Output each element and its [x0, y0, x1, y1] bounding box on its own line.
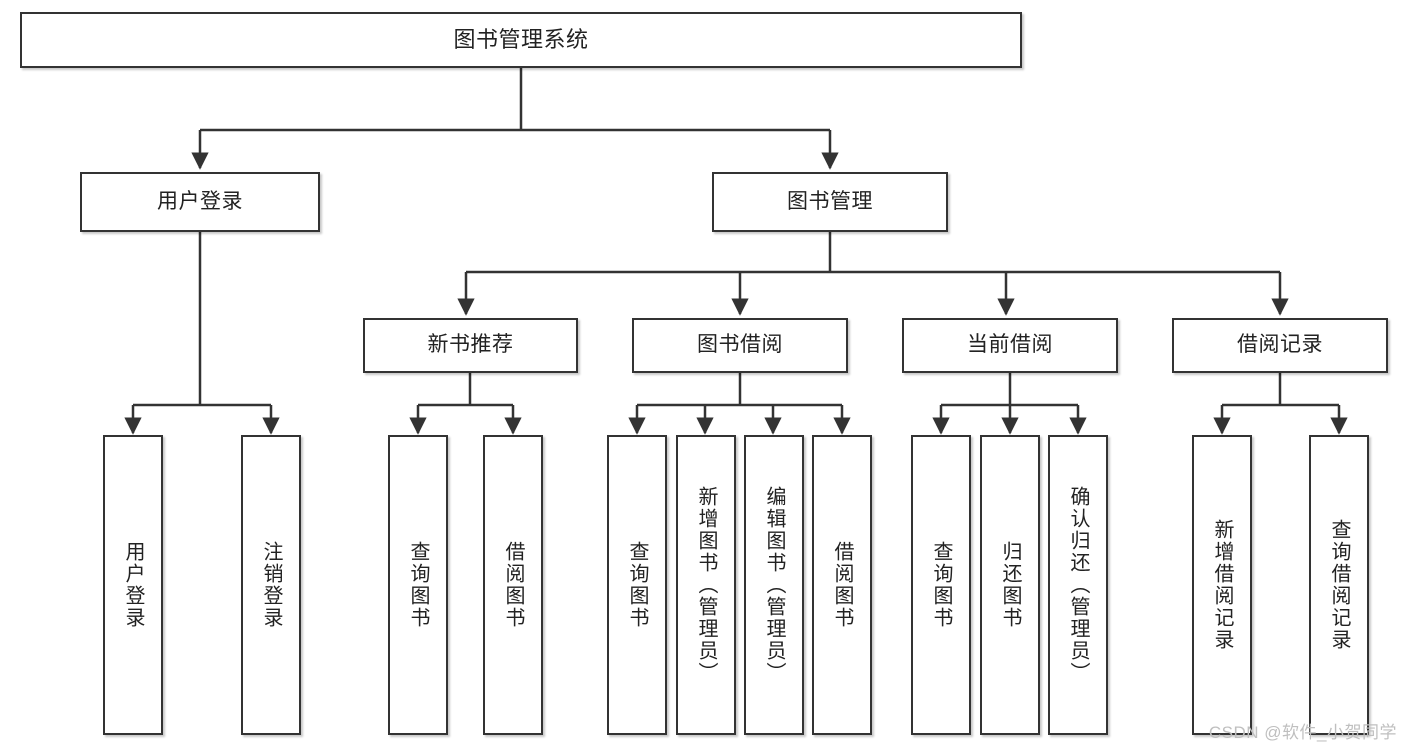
node-leaf-confirm-return[interactable]: 确认归还（管理员） [1048, 435, 1108, 735]
node-leaf-add-record[interactable]: 新增借阅记录 [1192, 435, 1252, 735]
node-book-borrow[interactable]: 图书借阅 [632, 318, 848, 373]
node-leaf-borrow-book-2-label: 借阅图书 [831, 541, 853, 629]
node-root-label: 图书管理系统 [453, 27, 589, 53]
node-leaf-query-book-2[interactable]: 查询图书 [607, 435, 667, 735]
node-leaf-user-login-label: 用户登录 [122, 541, 144, 629]
node-leaf-add-book[interactable]: 新增图书（管理员） [676, 435, 736, 735]
node-leaf-borrow-book-2[interactable]: 借阅图书 [812, 435, 872, 735]
node-borrow-record[interactable]: 借阅记录 [1172, 318, 1388, 373]
node-user-login-label: 用户登录 [157, 189, 243, 213]
node-leaf-query-book-3-label: 查询图书 [930, 541, 952, 629]
node-borrow-record-label: 借阅记录 [1237, 333, 1323, 357]
node-leaf-borrow-book-1-label: 借阅图书 [502, 541, 524, 629]
node-leaf-query-record-label: 查询借阅记录 [1328, 519, 1350, 651]
node-leaf-query-book-1-label: 查询图书 [407, 541, 429, 629]
node-leaf-user-login[interactable]: 用户登录 [103, 435, 163, 735]
node-leaf-user-logout[interactable]: 注销登录 [241, 435, 301, 735]
node-leaf-query-book-2-label: 查询图书 [626, 541, 648, 629]
node-leaf-confirm-return-label: 确认归还（管理员） [1067, 486, 1089, 684]
node-leaf-add-book-label: 新增图书（管理员） [695, 486, 717, 684]
node-leaf-return-book-label: 归还图书 [999, 541, 1021, 629]
node-leaf-query-book-3[interactable]: 查询图书 [911, 435, 971, 735]
node-leaf-add-record-label: 新增借阅记录 [1211, 519, 1233, 651]
node-new-book-recommend-label: 新书推荐 [427, 333, 514, 357]
node-new-book-recommend[interactable]: 新书推荐 [363, 318, 578, 373]
node-leaf-user-logout-label: 注销登录 [260, 541, 282, 629]
node-leaf-query-record[interactable]: 查询借阅记录 [1309, 435, 1369, 735]
node-leaf-edit-book-label: 编辑图书（管理员） [763, 486, 785, 684]
node-leaf-borrow-book-1[interactable]: 借阅图书 [483, 435, 543, 735]
node-book-manage-label: 图书管理 [787, 189, 873, 213]
node-book-manage[interactable]: 图书管理 [712, 172, 948, 232]
node-current-borrow-label: 当前借阅 [967, 333, 1053, 357]
node-user-login[interactable]: 用户登录 [80, 172, 320, 232]
node-book-borrow-label: 图书借阅 [697, 333, 783, 357]
node-current-borrow[interactable]: 当前借阅 [902, 318, 1118, 373]
node-leaf-return-book[interactable]: 归还图书 [980, 435, 1040, 735]
node-leaf-edit-book[interactable]: 编辑图书（管理员） [744, 435, 804, 735]
node-root[interactable]: 图书管理系统 [20, 12, 1022, 68]
watermark-text: CSDN @软件_小贺同学 [1208, 723, 1397, 742]
node-leaf-query-book-1[interactable]: 查询图书 [388, 435, 448, 735]
